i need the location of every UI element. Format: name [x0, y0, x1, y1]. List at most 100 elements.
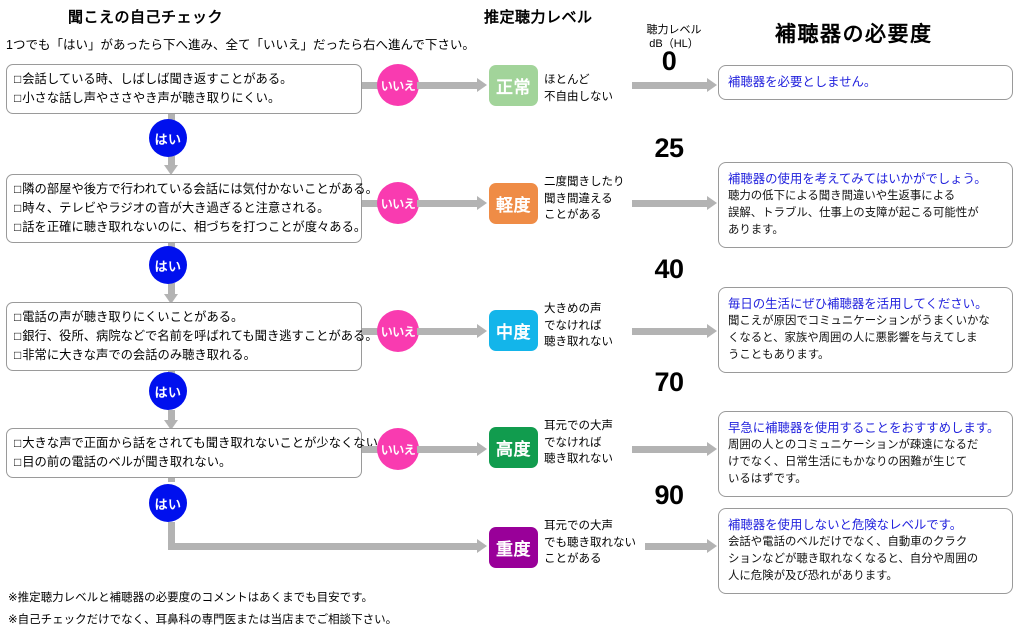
- recommendation-box-5[interactable]: 補聴器を使用しないと危険なレベルです。 会話や電話のベルだけでなく、自動車のクラ…: [718, 508, 1013, 594]
- recommendation-box-4[interactable]: 早急に補聴器を使用することをおすすめします。 周囲の人とのコミュニケーションが疎…: [718, 411, 1013, 497]
- db-header-line1: 聴力レベル: [646, 24, 702, 36]
- arrow-down-to-row4: [164, 420, 178, 430]
- severity-badge-severe: 高度: [489, 427, 538, 468]
- db-value-70: 70: [654, 367, 684, 397]
- severity-desc-line: 耳元での大声: [544, 520, 613, 532]
- severity-desc-mild: 二度聞きしたり 聞き間違える ことがある: [544, 174, 625, 224]
- arrow-right-to-recommendation-2: [707, 196, 717, 210]
- yes-node-row-1[interactable]: はい: [149, 119, 187, 157]
- severity-badge-moderate: 中度: [489, 310, 538, 351]
- db-column-header: 聴力レベル dB（HL）: [632, 24, 716, 52]
- severity-desc-line: ことがある: [544, 553, 602, 565]
- recommendation-box-2[interactable]: 補聴器の使用を考えてみてはいかがでしょう。 聴力の低下による聞き間違いや生返事に…: [718, 162, 1013, 248]
- severity-badge-mild: 軽度: [489, 183, 538, 224]
- severity-desc-line: 二度聞きしたり: [544, 176, 625, 188]
- instruction-text: 1つでも「はい」があったら下へ進み、全て「いいえ」だったら右へ進んで下さい。: [6, 38, 475, 52]
- no-node-row-1[interactable]: いいえ: [377, 64, 419, 106]
- severity-desc-line: 聞き間違える: [544, 192, 613, 205]
- no-node-row-2[interactable]: いいえ: [377, 182, 419, 224]
- arrow-right-to-recommendation-3: [707, 324, 717, 338]
- need-level-column-header: 補聴器の必要度: [775, 23, 933, 46]
- db-value-25: 25: [654, 133, 684, 163]
- question-box-row-3[interactable]: 電話の声が聴き取りにくいことがある。 銀行、役所、病院などで名前を呼ばれても聞き…: [6, 302, 378, 371]
- severity-desc-normal: ほとんど 不自由しない: [544, 72, 613, 105]
- connector-h-yes4-to-profound: [168, 543, 481, 550]
- severity-desc-line: 不自由しない: [544, 90, 613, 103]
- question-item[interactable]: 大きな声で正面から話をされても聞き取れないことが少なくない。: [14, 434, 390, 453]
- question-item[interactable]: 銀行、役所、病院などで名前を呼ばれても聞き逃すことがある。: [14, 327, 377, 346]
- recommendation-box-3[interactable]: 毎日の生活にぜひ補聴器を活用してください。 聞こえが原因でコミュニケーションがう…: [718, 287, 1013, 373]
- connector-h-no3-to-severity3: [417, 328, 479, 335]
- question-item[interactable]: 話を正確に聴き取れないのに、相づちを打つことが度々ある。: [14, 218, 366, 237]
- connector-v-yes3-to-r4: [168, 410, 175, 423]
- connector-h-no1-to-severity1: [417, 82, 479, 89]
- yes-node-row-2[interactable]: はい: [149, 246, 187, 284]
- arrow-right-to-severity-3: [477, 324, 487, 338]
- severity-desc-line: ことがある: [544, 209, 602, 221]
- question-box-row-4[interactable]: 大きな声で正面から話をされても聞き取れないことが少なくない。 目の前の電話のベル…: [6, 428, 390, 478]
- severity-desc-line: 大きめの声: [544, 303, 602, 315]
- recommendation-body-line: 誤解、トラブル、仕事上の支障が起こる可能性が: [728, 207, 979, 219]
- recommendation-body-line: 聴力の低下による聞き間違いや生返事による: [728, 190, 956, 202]
- question-box-row-2[interactable]: 隣の部屋や後方で行われている会話には気付かないことがある。 時々、テレビやラジオ…: [6, 174, 378, 243]
- recommendation-body-line: ションなどが聴き取れなくなると、自分や周囲の: [728, 553, 979, 565]
- recommendation-body-line: 人に危険が及び恐れがあります。: [728, 570, 898, 582]
- connector-v-yes4-down: [168, 522, 175, 550]
- db-value-0: 0: [661, 46, 677, 76]
- connector-h-no2-to-severity2: [417, 200, 479, 207]
- connector-h-to-recommendation-2: [632, 200, 710, 207]
- question-item[interactable]: 電話の声が聴き取りにくいことがある。: [14, 308, 353, 327]
- severity-desc-severe: 耳元での大声 でなければ 聴き取れない: [544, 418, 613, 468]
- severity-badge-profound: 重度: [489, 527, 538, 568]
- connector-h-to-recommendation-1: [632, 82, 710, 89]
- question-item[interactable]: 非常に大きな声での会話のみ聴き取れる。: [14, 346, 353, 365]
- recommendation-body-line: けでなく、日常生活にもかなりの困難が生じて: [728, 456, 968, 468]
- connector-h-to-recommendation-5: [645, 543, 710, 550]
- no-node-row-3[interactable]: いいえ: [377, 310, 419, 352]
- db-header-line2: dB（HL）: [649, 37, 699, 50]
- connector-v-yes2-to-r3: [168, 283, 175, 297]
- arrow-right-to-recommendation-1: [707, 78, 717, 92]
- question-item[interactable]: 隣の部屋や後方で行われている会話には気付かないことがある。: [14, 180, 378, 199]
- severity-desc-line: 聴き取れない: [544, 336, 613, 348]
- no-node-row-4[interactable]: いいえ: [377, 428, 419, 470]
- severity-desc-line: でなければ: [544, 319, 602, 332]
- connector-v-yes1-to-r2: [168, 156, 175, 169]
- severity-desc-line: 耳元での大声: [544, 420, 613, 432]
- yes-node-row-3[interactable]: はい: [149, 372, 187, 410]
- question-item[interactable]: 時々、テレビやラジオの音が大き過ぎると注意される。: [14, 199, 353, 218]
- recommendation-title: 補聴器を使用しないと危険なレベルです。: [728, 518, 963, 532]
- connector-h-to-recommendation-4: [632, 446, 710, 453]
- arrow-right-to-recommendation-4: [707, 442, 717, 456]
- recommendation-title: 毎日の生活にぜひ補聴器を活用してください。: [728, 297, 988, 311]
- recommendation-box-1[interactable]: 補聴器を必要としません。: [718, 65, 1013, 100]
- arrow-right-to-severity-1: [477, 78, 487, 92]
- arrow-down-to-row2: [164, 165, 178, 175]
- severity-desc-line: 聴き取れない: [544, 453, 613, 465]
- self-check-column-header: 聞こえの自己チェック: [68, 9, 224, 26]
- recommendation-body-line: 会話や電話のベルだけでなく、自動車のクラク: [728, 536, 968, 548]
- arrow-right-to-recommendation-5: [707, 539, 717, 553]
- severity-desc-line: でも聴き取れない: [544, 536, 636, 549]
- recommendation-body-line: くなると、家族や周囲の人に悪影響を与えてしま: [728, 332, 978, 344]
- arrow-right-to-severity-2: [477, 196, 487, 210]
- footnote-1: ※推定聴力レベルと補聴器の必要度のコメントはあくまでも目安です。: [8, 592, 373, 604]
- question-box-row-1[interactable]: 会話している時、しばしば聞き返すことがある。 小さな話し声やささやき声が聴き取り…: [6, 64, 362, 114]
- recommendation-body-line: 周囲の人とのコミュニケーションが疎遠になるだ: [728, 439, 979, 451]
- connector-h-to-recommendation-3: [632, 328, 710, 335]
- question-item[interactable]: 目の前の電話のベルが聞き取れない。: [14, 453, 353, 472]
- recommendation-title: 早急に補聴器を使用することをおすすめします。: [728, 421, 1000, 435]
- connector-h-r2-to-no2: [362, 200, 384, 207]
- question-item[interactable]: 会話している時、しばしば聞き返すことがある。: [14, 70, 353, 89]
- yes-node-row-4[interactable]: はい: [149, 484, 187, 522]
- connector-h-r3-to-no3: [362, 328, 384, 335]
- db-value-40: 40: [654, 254, 684, 284]
- db-value-90: 90: [654, 480, 684, 510]
- arrow-right-to-profound: [477, 539, 487, 553]
- question-item[interactable]: 小さな話し声やささやき声が聴き取りにくい。: [14, 89, 353, 108]
- recommendation-body-line: いるはずです。: [728, 473, 807, 485]
- arrow-down-to-row3: [164, 294, 178, 304]
- footnote-2: ※自己チェックだけでなく、耳鼻科の専門医または当店までご相談下さい。: [8, 614, 398, 626]
- arrow-right-to-severity-4: [477, 442, 487, 456]
- severity-desc-moderate: 大きめの声 でなければ 聴き取れない: [544, 301, 613, 351]
